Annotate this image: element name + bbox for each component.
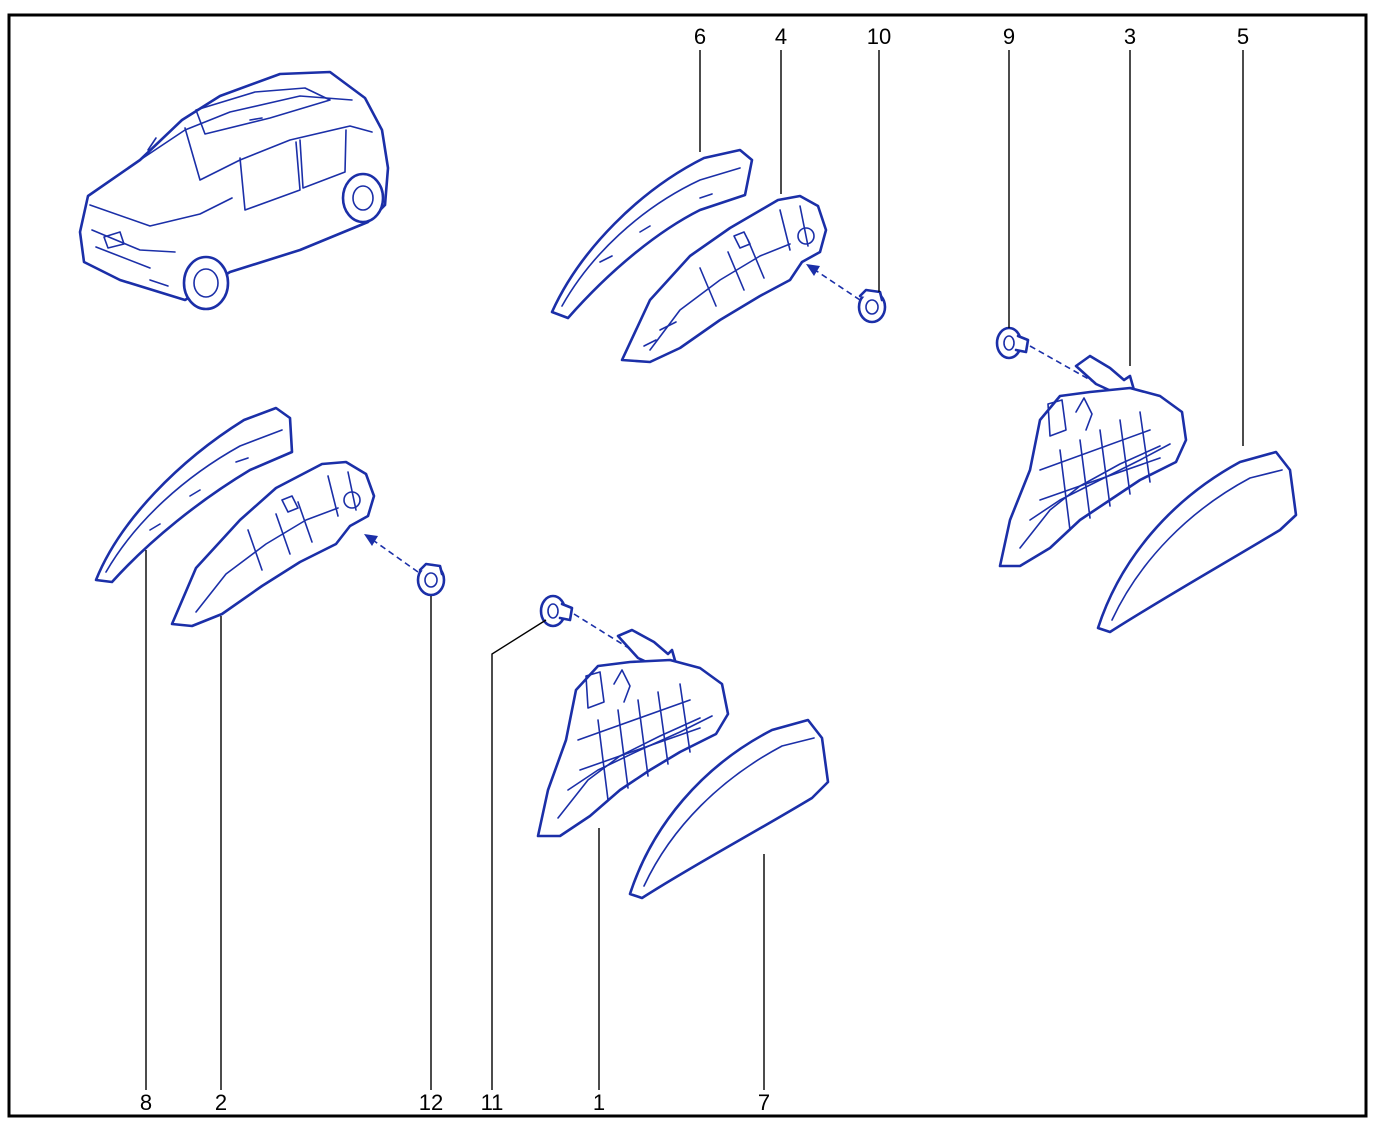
callout-11: 11 — [481, 1090, 504, 1115]
callout-1: 1 — [593, 1090, 605, 1115]
part-1-handle-frame — [536, 628, 730, 838]
part-5-cover — [1096, 450, 1298, 634]
part-3-handle-frame — [998, 354, 1188, 568]
callout-7: 7 — [758, 1090, 770, 1115]
part-6-trim-cover — [550, 148, 754, 320]
callout-6: 6 — [694, 24, 706, 49]
callout-9: 9 — [1003, 24, 1015, 49]
callout-4: 4 — [775, 24, 787, 49]
callout-3: 3 — [1124, 24, 1136, 49]
part-4-handle-frame — [620, 194, 828, 364]
callout-12: 12 — [419, 1090, 443, 1115]
callout-8: 8 — [140, 1090, 152, 1115]
callout-labels: 6 4 10 9 3 5 8 2 12 11 1 7 — [140, 24, 1249, 1115]
part-8-trim-cover — [94, 406, 294, 584]
part-10-screw — [806, 264, 887, 324]
callout-2: 2 — [215, 1090, 227, 1115]
vehicle-illustration — [78, 70, 390, 311]
diagram-frame — [7, 13, 1368, 1118]
callout-10: 10 — [867, 24, 891, 49]
leader-lines — [145, 50, 1244, 1090]
part-2-handle-frame — [170, 460, 376, 628]
callout-5: 5 — [1237, 24, 1249, 49]
part-7-cover — [628, 718, 830, 900]
part-12-screw — [364, 534, 446, 597]
part-9-screw — [995, 326, 1146, 412]
